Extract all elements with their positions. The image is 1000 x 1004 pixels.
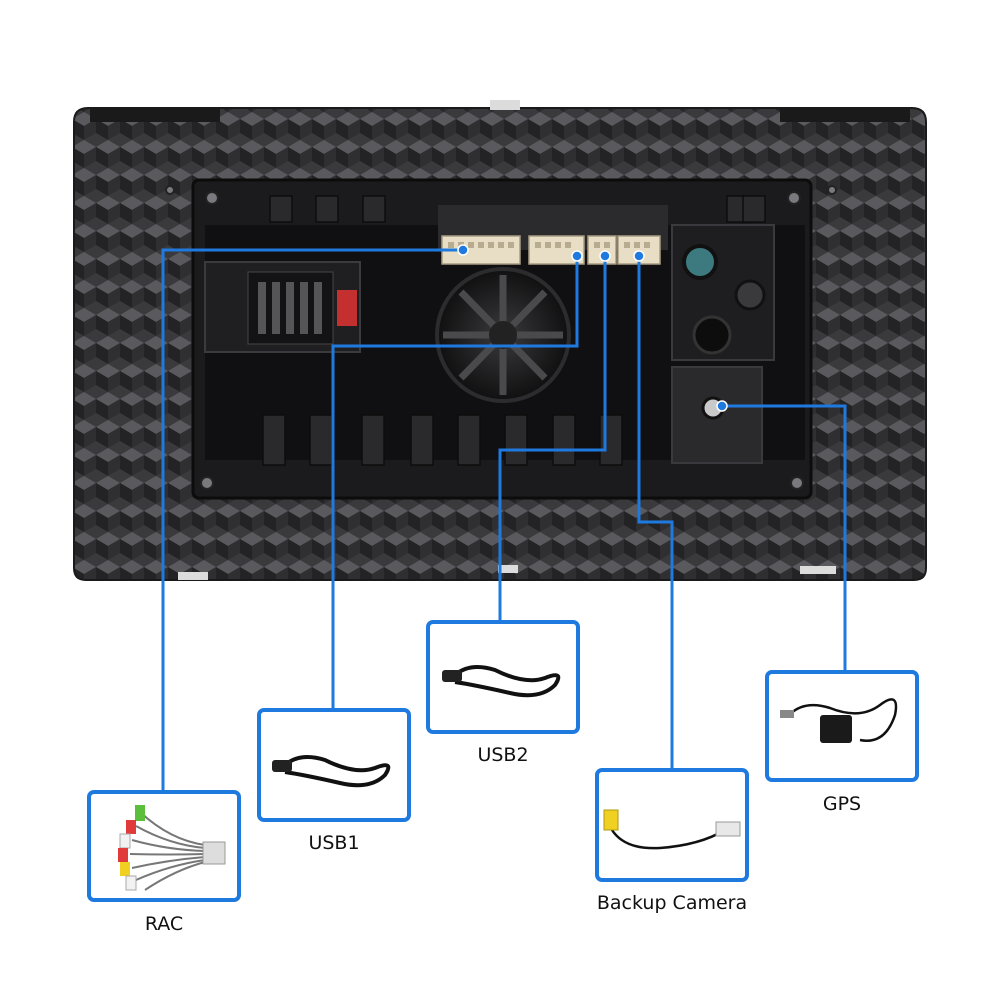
red-fuse xyxy=(337,290,357,326)
line-gps xyxy=(722,404,847,670)
connection-dots xyxy=(457,244,728,412)
accessory-label-usb1: USB1 xyxy=(308,832,360,854)
top-notch-left xyxy=(90,108,220,122)
usb-cable-icon xyxy=(272,754,391,788)
accessory-label-rac: RAC xyxy=(144,913,184,935)
line-backup-camera xyxy=(637,256,674,768)
gps-antenna-icon xyxy=(780,698,898,743)
top-tab xyxy=(490,100,520,110)
bottom-tab-left xyxy=(178,572,208,580)
rca-harness-icon xyxy=(118,805,226,891)
accessory-label-usb2: USB2 xyxy=(477,744,529,766)
usb-cable-icon-2 xyxy=(442,664,561,698)
line-usb1 xyxy=(331,256,579,708)
connection-lines xyxy=(161,248,847,790)
mounting-screws xyxy=(165,185,837,490)
top-notch-right xyxy=(780,108,910,122)
fan-hub xyxy=(489,321,517,349)
teal-jack xyxy=(682,244,718,280)
harness-connectors xyxy=(441,235,661,265)
round-jack xyxy=(734,279,766,311)
large-jack xyxy=(692,315,732,355)
power-pins xyxy=(258,282,322,334)
bottom-tab-right xyxy=(800,566,836,574)
line-usb2 xyxy=(498,256,607,620)
top-clips xyxy=(269,195,766,223)
usb2-box xyxy=(426,620,580,734)
accessory-label-backup-camera: Backup Camera xyxy=(596,892,748,914)
backup-camera-box xyxy=(595,768,749,882)
rca-yellow-cable-icon xyxy=(603,809,741,850)
bottom-tab-center xyxy=(498,565,518,573)
accessory-label-gps: GPS xyxy=(822,793,862,815)
line-rac xyxy=(161,248,463,790)
